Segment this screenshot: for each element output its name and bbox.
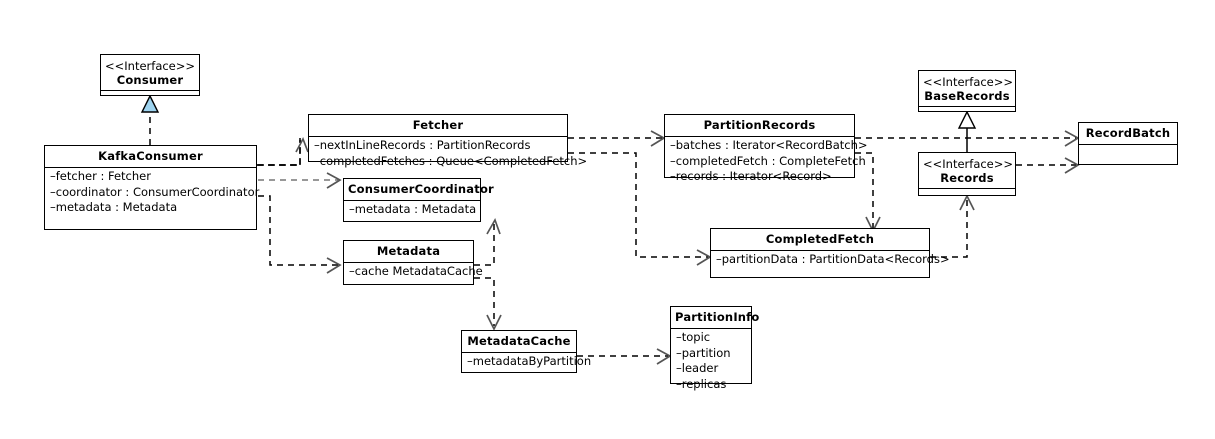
class-box-baserecords[interactable]: <<Interface>> BaseRecords: [918, 70, 1016, 112]
class-attributes-recordbatch: [1079, 145, 1177, 161]
class-title-kafkaconsumer: KafkaConsumer: [45, 146, 256, 167]
attribute-row: –records : Iterator<Record>: [670, 169, 832, 183]
class-attributes-consumer: [101, 91, 199, 107]
class-box-recordbatch[interactable]: RecordBatch: [1078, 122, 1178, 165]
class-title-baserecords: <<Interface>> BaseRecords: [919, 71, 1015, 106]
class-separator: [101, 90, 199, 91]
class-title-consumercoordinator: ConsumerCoordinator: [344, 179, 494, 200]
class-name-label: MetadataCache: [467, 334, 571, 348]
stereotype-label: <<Interface>>: [105, 59, 196, 73]
attribute-row: –fetcher : Fetcher: [50, 169, 151, 183]
class-box-consumer[interactable]: <<Interface>> Consumer: [100, 54, 200, 96]
attribute-row: –completedFetch : CompleteFetch: [670, 153, 866, 168]
class-title-consumer: <<Interface>> Consumer: [101, 55, 199, 90]
class-attributes-metadatacache: –metadataByPartition: [462, 353, 592, 371]
attribute-row: –batches : Iterator<RecordBatch>: [670, 138, 868, 152]
class-attributes-records: [919, 189, 1015, 205]
class-attributes-kafkaconsumer: –fetcher : Fetcher –coordinator : Consum…: [45, 168, 260, 217]
class-attributes-consumercoordinator: –metadata : Metadata: [344, 201, 480, 219]
class-name-label: ConsumerCoordinator: [348, 182, 494, 196]
class-separator: [45, 167, 256, 168]
attribute-row: –nextInLineRecords : PartitionRecords: [314, 138, 531, 152]
class-title-fetcher: Fetcher: [309, 115, 567, 136]
attribute-row: –topic: [676, 330, 711, 344]
class-attributes-completedfetch: –partitionData : PartitionData<Records>: [711, 251, 950, 269]
attribute-row: –metadataByPartition: [467, 354, 592, 368]
class-box-partitionrecords[interactable]: PartitionRecords –batches : Iterator<Rec…: [664, 114, 868, 183]
attribute-row: –partitionData : PartitionData<Records>: [716, 252, 950, 266]
attribute-row: –metadata : Metadata: [50, 200, 178, 214]
class-box-completedfetch[interactable]: CompletedFetch –partitionData : Partitio…: [710, 228, 950, 278]
class-name-label: PartitionInfo: [675, 310, 760, 324]
class-title-metadatacache: MetadataCache: [462, 331, 576, 352]
class-title-recordbatch: RecordBatch: [1079, 123, 1177, 144]
class-box-partitioninfo[interactable]: PartitionInfo –topic –partition –leader …: [670, 306, 760, 391]
class-separator: [1079, 144, 1177, 145]
class-attributes-partitioninfo: –topic –partition –leader –replicas: [671, 329, 751, 393]
class-name-label: Metadata: [376, 244, 441, 258]
stereotype-label: <<Interface>>: [923, 157, 1014, 171]
class-box-kafkaconsumer[interactable]: KafkaConsumer –fetcher : Fetcher –coordi…: [44, 145, 260, 230]
class-title-completedfetch: CompletedFetch: [711, 229, 929, 250]
class-name-label: Consumer: [116, 73, 184, 87]
class-separator: [919, 106, 1015, 107]
attribute-row: –metadata : Metadata: [349, 202, 477, 216]
class-title-partitioninfo: PartitionInfo: [671, 307, 760, 328]
class-name-label: Fetcher: [412, 118, 464, 132]
class-attributes-metadata: –cache MetadataCache: [344, 263, 483, 281]
attribute-row: –completedFetches : Queue<CompletedFetch…: [314, 153, 588, 168]
edge-kafkaconsumer-fetcher: [257, 138, 301, 166]
class-attributes-partitionrecords: –batches : Iterator<RecordBatch> –comple…: [665, 137, 868, 186]
attribute-row: –replicas: [676, 376, 727, 391]
class-separator: [309, 136, 567, 137]
class-separator: [711, 250, 929, 251]
class-name-label: RecordBatch: [1085, 126, 1171, 140]
class-box-metadatacache[interactable]: MetadataCache –metadataByPartition: [461, 330, 592, 373]
class-name-label: BaseRecords: [924, 89, 1010, 103]
class-attributes-fetcher: –nextInLineRecords : PartitionRecords –c…: [309, 137, 588, 170]
class-name-label: Records: [940, 171, 994, 185]
class-separator: [665, 136, 854, 137]
class-attributes-baserecords: [919, 107, 1015, 123]
class-box-records[interactable]: <<Interface>> Records: [918, 152, 1016, 196]
attribute-row: –coordinator : ConsumerCoordinator: [50, 184, 260, 199]
class-box-fetcher[interactable]: Fetcher –nextInLineRecords : PartitionRe…: [308, 114, 587, 168]
attribute-row: –partition: [676, 345, 731, 360]
class-separator: [344, 262, 473, 263]
class-name-label: CompletedFetch: [765, 232, 875, 246]
class-title-partitionrecords: PartitionRecords: [665, 115, 854, 136]
class-name-label: PartitionRecords: [703, 118, 816, 132]
class-title-records: <<Interface>> Records: [919, 153, 1015, 188]
class-name-label: KafkaConsumer: [98, 149, 203, 163]
class-box-metadata[interactable]: Metadata –cache MetadataCache: [343, 240, 483, 285]
class-separator: [344, 200, 480, 201]
class-title-metadata: Metadata: [344, 241, 473, 262]
class-separator: [919, 188, 1015, 189]
stereotype-label: <<Interface>>: [923, 75, 1014, 89]
class-box-consumercoordinator[interactable]: ConsumerCoordinator –metadata : Metadata: [343, 178, 494, 222]
class-separator: [462, 352, 576, 353]
class-separator: [671, 328, 751, 329]
attribute-row: –cache MetadataCache: [349, 264, 483, 278]
attribute-row: –leader: [676, 361, 719, 375]
